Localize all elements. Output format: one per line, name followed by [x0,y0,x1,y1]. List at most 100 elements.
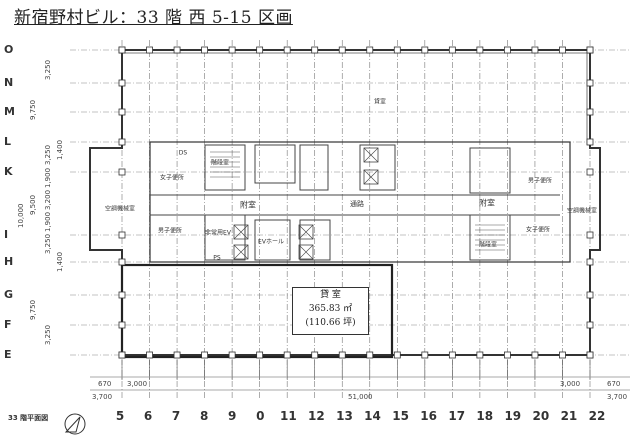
page-title: 新宿野村ビル：33 階 西 5-15 区画 [14,8,293,28]
pillar [256,351,264,359]
column-label: 14 [364,409,381,423]
row-label: F [4,318,12,331]
column-label: 8 [199,409,209,423]
column-label: 15 [392,409,409,423]
lease-title: 貸 室 [320,290,341,300]
core-room [299,219,331,261]
pillar [366,46,374,54]
dim-vertical: 3,250 [44,233,52,254]
dim-vertical: 1,900 [44,167,52,188]
dim-vertical: 1,400 [56,251,64,272]
row-label: K [4,165,13,178]
pillar [146,351,153,359]
column-label: 18 [476,409,494,423]
pillar [504,351,511,359]
room-label-ps: PS [213,254,221,262]
column-label: 11 [279,409,297,423]
pillar [118,231,126,239]
room-label-ac-right: 空調機械室 [566,207,598,215]
dim-total-width: 51,000 [348,393,373,401]
column-label: 12 [308,409,325,423]
ev-cross-icon [298,224,314,240]
core-room [469,214,511,261]
north-arrow-icon [64,413,86,435]
room-label-ds: DS [178,149,188,157]
core-room [254,144,296,184]
ev-car [363,169,379,185]
core-room [254,219,291,261]
pillar [118,79,126,87]
dim-vertical: 9,750 [29,99,37,120]
row-label: E [4,348,12,361]
column-label: 16 [420,409,437,423]
ev-cross-icon [233,244,249,260]
column-label: 5 [115,409,125,423]
column-label: 13 [336,409,353,423]
pillar [559,46,566,54]
dim-vertical: 10,000 [17,203,25,229]
core-room [469,147,511,194]
dim-vertical: 9,750 [29,299,37,320]
dim-span-first: 3,000 [127,380,148,388]
pillar [201,46,208,54]
pillar [201,351,208,359]
column-label: 9 [228,409,237,423]
row-label: M [4,105,15,118]
room-label-mens-right: 男子便所 [527,177,553,185]
dim-left-offset: 670 [98,380,112,388]
ev-cross-icon [363,147,379,163]
row-label: I [4,228,9,241]
room-label-mens-left: 男子便所 [157,227,183,235]
ev-cross-icon [298,244,314,260]
pillar [118,291,126,299]
room-label-womens-left: 女子便所 [159,174,185,182]
dim-vertical: 1,900 [44,211,52,232]
room-label-corridor: 通路 [350,200,364,208]
pillar [448,46,456,54]
pillar [586,321,594,329]
pillar [448,351,456,359]
ev-car [298,244,314,260]
row-label: O [4,43,14,56]
pillar [118,108,126,116]
pillar [118,321,126,329]
pillar [256,46,264,54]
room-label-stair-right: 階段室 [478,241,498,249]
pillar [393,351,401,359]
row-label: L [4,135,12,148]
building-inner-wall [125,52,588,145]
pillar [311,351,319,359]
column-label: 19 [504,409,522,423]
pillar [586,258,594,266]
dim-vertical: 9,500 [29,194,37,215]
ev-cross-icon [363,169,379,185]
pillar [586,79,594,87]
room-label-emergency-ev: 非常用EV [205,229,231,237]
ev-car [363,147,379,163]
dim-vertical: 1,400 [56,139,64,160]
pillar [586,231,594,239]
pillar [118,168,126,176]
pillar [586,108,594,116]
core-room [204,144,246,191]
column-label: 21 [560,409,578,423]
ev-car [233,244,249,260]
row-label: G [4,288,14,301]
room-label-antechamber-left: 附室 [240,200,256,210]
pillar [504,46,511,54]
pillar [338,46,346,54]
pillar [146,46,153,54]
dim-vertical: 3,250 [44,59,52,80]
pillar [338,351,346,359]
dim-vertical: 3,250 [44,324,52,345]
core-outline [149,141,571,263]
row-label: N [4,76,14,89]
row-label: H [4,255,14,268]
dim-vertical: 3,250 [44,144,52,165]
lease-area-sqm: 365.83 ㎡ [308,304,353,314]
pillar [586,46,594,54]
pillar [173,351,181,359]
pillar [173,46,181,54]
pillar [421,46,429,54]
